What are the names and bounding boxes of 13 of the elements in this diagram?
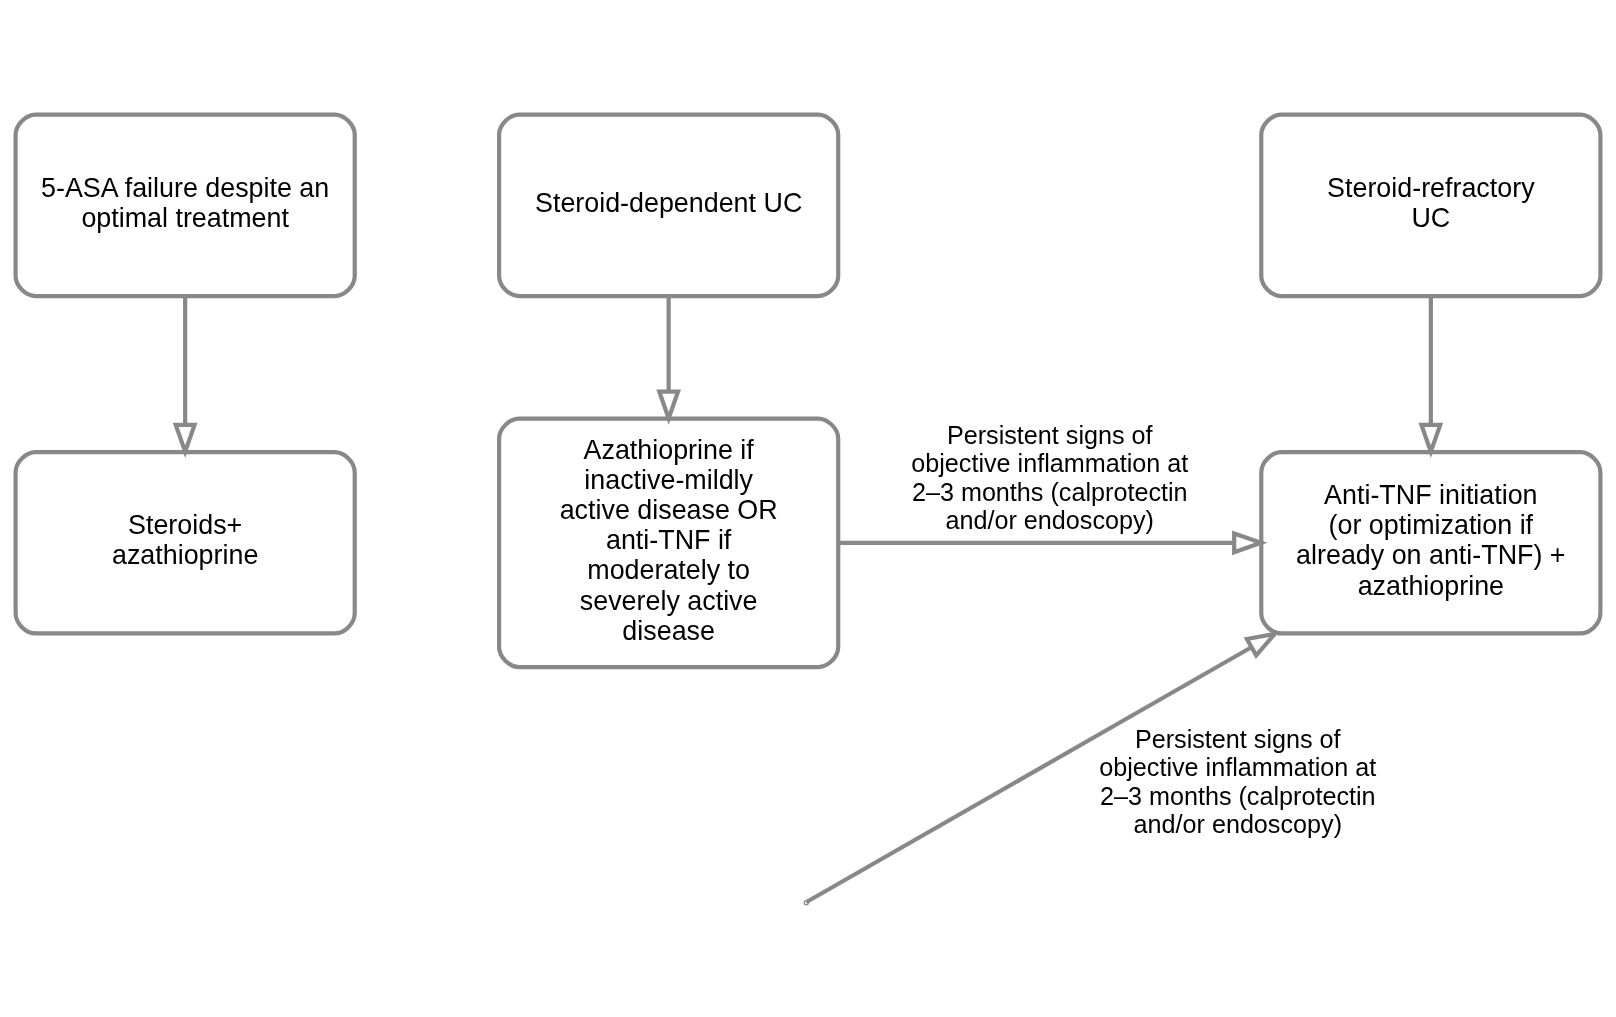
arrow [838, 529, 1268, 555]
node-box: Steroid-refractory UC [1259, 112, 1603, 298]
node-box: Anti-TNF initiation (or optimization if already on anti-TNF) + azathioprine [1259, 449, 1603, 636]
node-box: 5-ASA failure despite an optimal treatment [13, 112, 357, 298]
arrow [656, 295, 681, 425]
node-box: Azathioprine if inactive-mildly active disease OR anti-TNF if moderately to severely active disease [497, 415, 841, 669]
arrow [172, 295, 198, 458]
arrow [805, 630, 1281, 904]
node-box: Steroid-dependent UC [497, 112, 841, 298]
edge-label: Persistent signs of objective inflammation at 2–3 months (calprotectin and/or endoscopy) [911, 420, 1189, 534]
edge-label: Persistent signs of objective inflammation at 2–3 months (calprotectin and/or endoscopy) [1099, 724, 1377, 838]
node-box: Steroids+ azathioprine [13, 449, 357, 636]
arrow [1418, 295, 1444, 458]
